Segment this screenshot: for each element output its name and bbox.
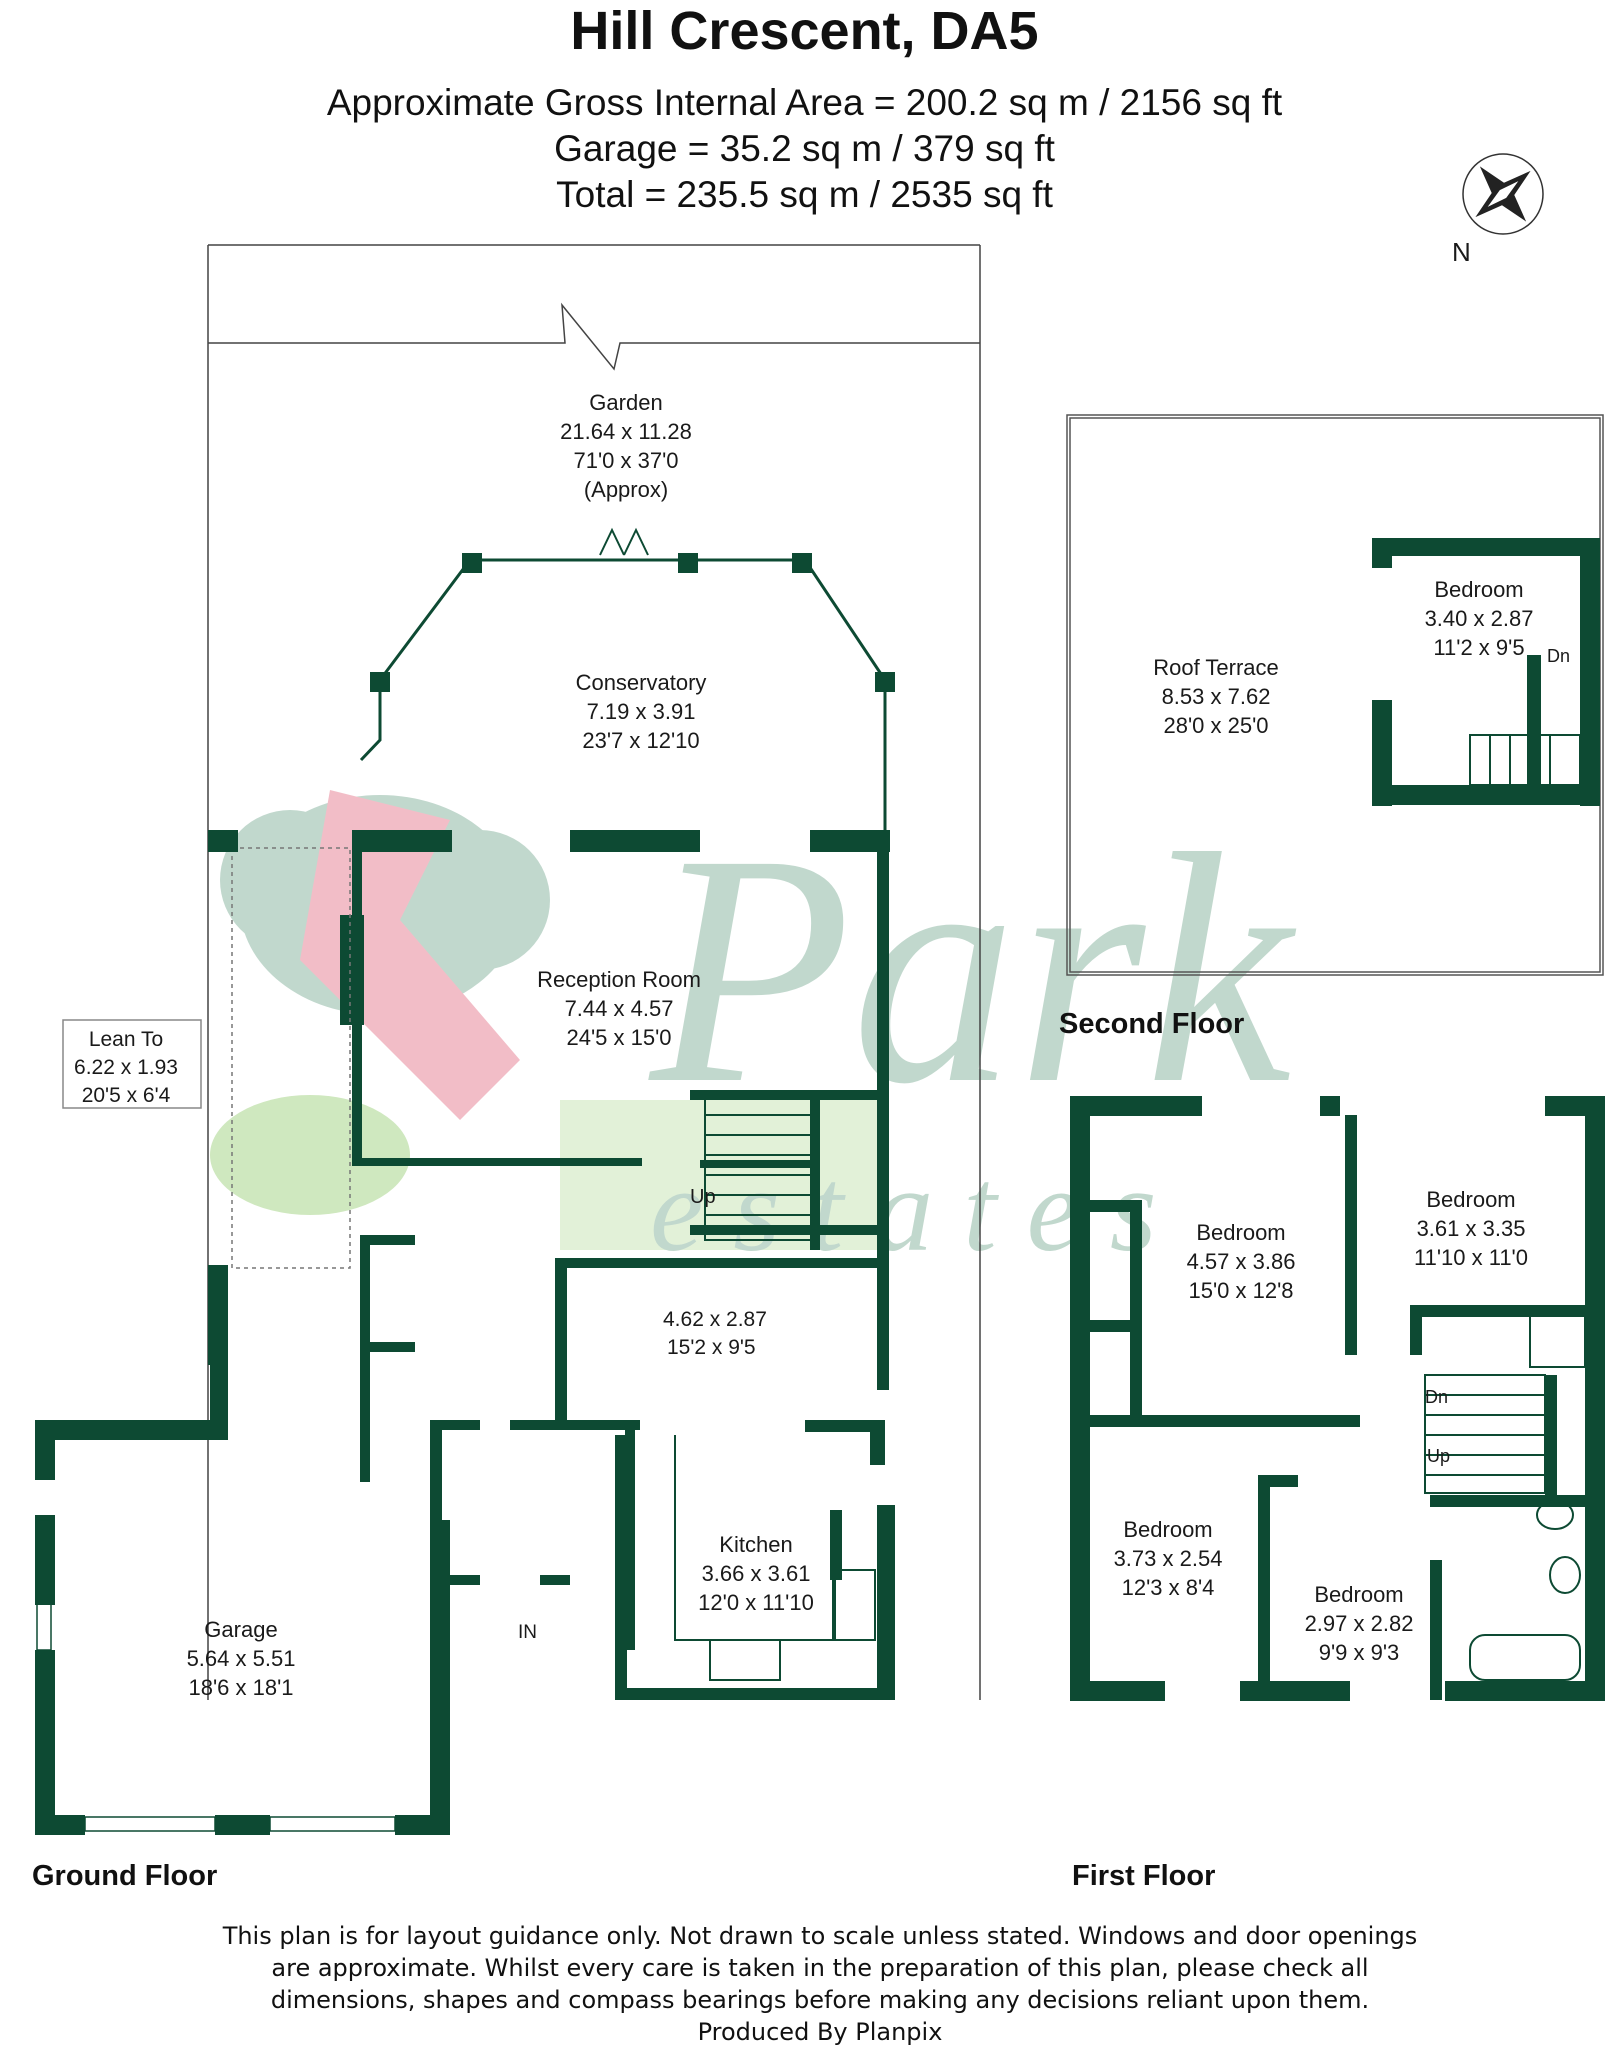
conservatory-dimensions-imperial: 23'7 x 12'10 (582, 728, 699, 753)
garage-walls (35, 1365, 450, 1835)
lean-to-dimensions-metric: 6.22 x 1.93 (74, 1056, 178, 1079)
first-floor-bedroom-2-dimensions-imperial: 11'10 x 11'0 (1414, 1245, 1528, 1270)
ground-floor-label: Ground Floor (32, 1860, 218, 1892)
reception-room-label: Reception Room (537, 967, 701, 992)
first-floor-bedroom-4-dimensions-metric: 2.97 x 2.82 (1305, 1611, 1414, 1636)
compass-north-label: N (1452, 237, 1471, 267)
first-floor-bedroom-1-dimensions-imperial: 15'0 x 12'8 (1188, 1278, 1293, 1303)
total-area: Total = 235.5 sq m / 2535 sq ft (556, 174, 1053, 215)
garage-windows (36, 1519, 396, 1832)
garden-dimensions-metric: 21.64 x 11.28 (560, 419, 692, 444)
first-floor-label: First Floor (1072, 1860, 1216, 1892)
garden-label: Garden (589, 390, 662, 415)
reception-room-walls (340, 840, 889, 1390)
dining-dimensions-metric: 4.62 x 2.87 (663, 1308, 767, 1331)
garden-dimensions-imperial: 71'0 x 37'0 (573, 448, 678, 473)
roof-terrace-dimensions-metric: 8.53 x 7.62 (1162, 684, 1271, 709)
first-floor-stairs-down-label: Dn (1425, 1387, 1448, 1407)
kitchen-worktop (674, 1435, 876, 1681)
second-floor-stairs-down-label: Dn (1547, 646, 1570, 666)
second-floor-bedroom-dimensions-metric: 3.40 x 2.87 (1425, 606, 1534, 631)
bathroom-fittings (1469, 1311, 1586, 1681)
entrance-label: IN (518, 1622, 537, 1643)
first-floor-bedroom-3-dimensions-imperial: 12'3 x 8'4 (1122, 1575, 1215, 1600)
ground-stairs-up-label: Up (690, 1186, 716, 1208)
first-floor-bedroom-4-label: Bedroom (1314, 1582, 1403, 1607)
first-floor-stairs (1424, 1374, 1546, 1494)
first-floor-bedroom-3-dimensions-metric: 3.73 x 2.54 (1114, 1546, 1223, 1571)
second-floor-bedroom-dimensions-imperial: 11'2 x 9'5 (1433, 635, 1524, 660)
garage-dimensions-imperial: 18'6 x 18'1 (188, 1675, 293, 1700)
plan-title: Hill Crescent, DA5 (570, 1, 1039, 61)
producer-credit: Produced By Planpix (697, 2018, 943, 2046)
second-floor-bedroom-label: Bedroom (1434, 577, 1523, 602)
roof-terrace-label: Roof Terrace (1153, 655, 1279, 680)
disclaimer-line: This plan is for layout guidance only. N… (222, 1922, 1418, 1950)
lean-to-label-box: Lean To 6.22 x 1.93 20'5 x 6'4 (62, 1019, 202, 1109)
gross-internal-area: Approximate Gross Internal Area = 200.2 … (326, 82, 1283, 123)
first-floor-bedroom-1-label: Bedroom (1196, 1220, 1285, 1245)
garden-approx-note: (Approx) (584, 477, 668, 502)
first-floor-bedroom-2-label: Bedroom (1426, 1187, 1515, 1212)
reception-room-dimensions-imperial: 24'5 x 15'0 (566, 1025, 671, 1050)
lean-to-label: Lean To (89, 1028, 163, 1051)
garden-boundary (207, 244, 981, 1700)
first-floor-walls (1070, 1096, 1605, 1701)
first-floor-bedroom-2-dimensions-metric: 3.61 x 3.35 (1417, 1216, 1526, 1241)
kitchen-label: Kitchen (719, 1532, 792, 1557)
disclaimer: This plan is for layout guidance only. N… (150, 1920, 1490, 2048)
watermark-leaf-shape (210, 1095, 410, 1215)
conservatory-label: Conservatory (576, 670, 707, 695)
roof-terrace-dimensions-imperial: 28'0 x 25'0 (1163, 713, 1268, 738)
first-floor-bedroom-1-dimensions-metric: 4.57 x 3.86 (1187, 1249, 1296, 1274)
garage-label: Garage (204, 1617, 277, 1642)
conservatory-dimensions-metric: 7.19 x 3.91 (587, 699, 696, 724)
first-floor-bedroom-3-label: Bedroom (1123, 1517, 1212, 1542)
garage-area: Garage = 35.2 sq m / 379 sq ft (554, 128, 1055, 169)
lean-to-area (231, 847, 351, 1269)
lean-to-dimensions-imperial: 20'5 x 6'4 (82, 1084, 171, 1107)
second-floor-bedroom-walls (1372, 538, 1600, 806)
room-labels: Garden 21.64 x 11.28 71'0 x 37'0 (Approx… (187, 390, 1534, 1700)
compass-icon (1462, 153, 1544, 235)
disclaimer-line: dimensions, shapes and compass bearings … (270, 1986, 1370, 2014)
garage-dimensions-metric: 5.64 x 5.51 (187, 1646, 296, 1671)
second-floor-label: Second Floor (1059, 1008, 1245, 1040)
reception-room-dimensions-metric: 7.44 x 4.57 (565, 996, 674, 1021)
first-floor-stairs-up-label: Up (1427, 1446, 1450, 1466)
first-floor-bedroom-4-dimensions-imperial: 9'9 x 9'3 (1319, 1640, 1400, 1665)
kitchen-dimensions-metric: 3.66 x 3.61 (702, 1561, 811, 1586)
kitchen-dimensions-imperial: 12'0 x 11'10 (698, 1590, 814, 1615)
disclaimer-line: are approximate. Whilst every care is ta… (271, 1954, 1369, 1982)
dining-dimensions-imperial: 15'2 x 9'5 (667, 1336, 756, 1359)
